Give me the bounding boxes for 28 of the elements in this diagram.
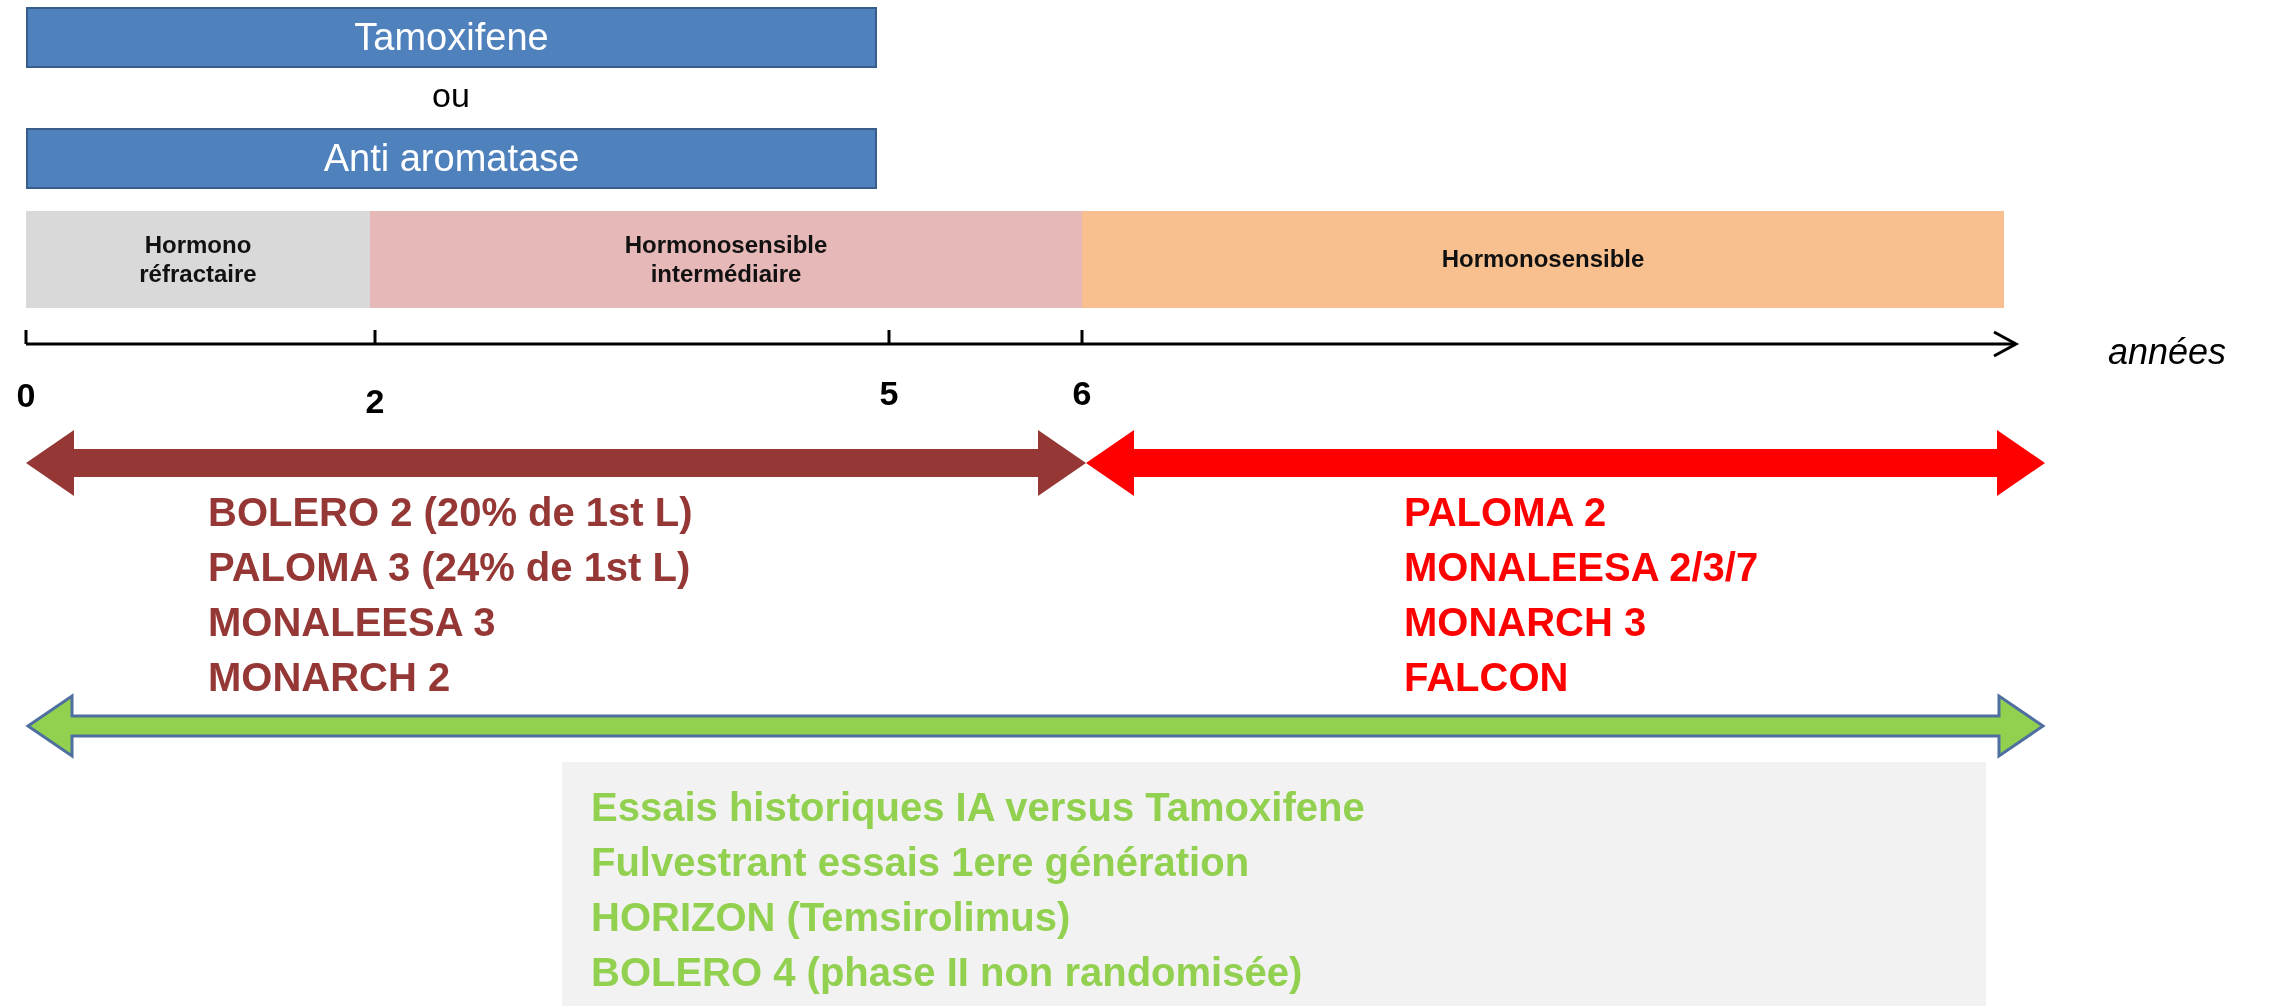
band-label: Hormono réfractaire	[138, 230, 258, 289]
trial-name: MONARCH 2	[208, 655, 451, 700]
drug-box	[26, 7, 877, 68]
band-label: Tamoxifene	[354, 14, 549, 60]
tick-label: 2	[365, 382, 385, 421]
phase-band	[1082, 211, 2004, 308]
band-label: Hormonosensible	[1441, 245, 1645, 274]
connector-word: ou	[432, 76, 470, 115]
band-label: Hormonosensible intermédiaire	[623, 230, 829, 289]
trial-name: PALOMA 3 (24% de 1st L)	[208, 545, 691, 590]
axis-title: années	[2108, 331, 2227, 373]
trial-name: FALCON	[1404, 655, 1569, 700]
phase-band	[26, 211, 370, 308]
trial-name: HORIZON (Temsirolimus)	[591, 894, 1071, 941]
phase-band	[370, 211, 1082, 308]
trial-name: MONARCH 3	[1404, 600, 1647, 645]
trial-name: BOLERO 2 (20% de 1st L)	[208, 490, 693, 535]
trial-name: MONALEESA 3	[208, 600, 496, 645]
tick-label: 0	[16, 376, 36, 415]
drug-box	[26, 128, 877, 189]
band-label: Anti aromatase	[323, 135, 580, 181]
tick-label: 6	[1072, 374, 1092, 413]
trial-name: Fulvestrant essais 1ere génération	[591, 839, 1250, 886]
trial-name: MONALEESA 2/3/7	[1404, 545, 1759, 590]
trial-name: PALOMA 2	[1404, 490, 1607, 535]
tick-label: 5	[879, 374, 899, 413]
trial-name: BOLERO 4 (phase II non randomisée)	[591, 949, 1303, 996]
trial-name: Essais historiques IA versus Tamoxifene	[591, 784, 1365, 831]
